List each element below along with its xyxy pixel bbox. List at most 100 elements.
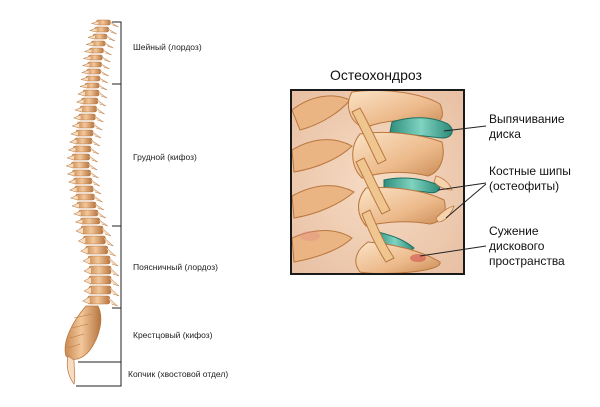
osteochondrosis-inset — [290, 89, 487, 275]
osteophyte-upper — [433, 175, 453, 191]
vertebra-process — [108, 266, 120, 277]
annotation-line: Сужение — [489, 224, 539, 238]
vertebra-process — [97, 76, 109, 84]
vertebra-process — [71, 122, 80, 129]
vertebra-process — [106, 27, 117, 35]
vertebra-process — [92, 194, 103, 203]
vertebra-process — [72, 210, 81, 217]
vertebra-process — [74, 106, 83, 113]
bracket-thoracic — [112, 84, 122, 227]
vertebra-process — [90, 20, 99, 26]
leader-narrowing — [419, 245, 487, 257]
vertebra — [79, 105, 97, 113]
vertebra-process — [89, 138, 101, 147]
vertebra-process — [75, 226, 84, 235]
label-sacral: Крестцовый (кифоз) — [133, 330, 213, 340]
vertebra-process — [82, 296, 90, 305]
vertebra — [88, 285, 112, 295]
vertebra-process — [107, 256, 119, 267]
vertebra-process — [69, 194, 78, 201]
spine-illustration — [64, 19, 120, 385]
vertebra — [72, 169, 91, 177]
vertebra-process — [103, 236, 114, 247]
vertebra — [87, 295, 110, 305]
vertebra-process — [99, 62, 110, 70]
vertebra — [88, 54, 103, 61]
vertebra — [76, 121, 95, 129]
bracket-cervical — [112, 21, 122, 85]
vertebra — [73, 177, 93, 185]
vertebra-process — [92, 122, 103, 131]
bracket-lumbar — [112, 226, 122, 309]
vertebra — [83, 235, 106, 245]
annotation-line: Костные шипы — [489, 164, 571, 178]
spine-region-brackets — [76, 21, 122, 387]
annotation-disc-bulge: Выпячивание диска — [489, 112, 565, 142]
vertebra-process — [88, 146, 100, 155]
vertebra — [85, 245, 109, 255]
annotation-line: (остеофиты) — [489, 179, 560, 193]
vertebra — [82, 89, 100, 97]
vertebra — [85, 75, 101, 82]
vertebra-process — [87, 34, 96, 40]
label-cervical: Шейный (лордоз) — [133, 42, 202, 52]
vertebra-process — [85, 41, 94, 47]
inset-title: Остеохондроз — [330, 67, 422, 83]
vertebra-process — [81, 62, 90, 68]
sacrum-ridge — [73, 313, 93, 319]
vertebra-process — [87, 162, 98, 171]
vertebra-process — [101, 48, 112, 56]
leader-osteophyte-1 — [437, 182, 487, 191]
vertebra-process — [87, 154, 98, 163]
vertebra — [76, 201, 97, 209]
vertebra-process — [97, 218, 108, 227]
vertebra — [73, 145, 92, 153]
annotation-line: пространства — [489, 254, 565, 268]
vertebra — [80, 217, 101, 225]
label-coccyx: Копчик (хвостовой отдел) — [128, 369, 229, 379]
vertebra-process — [100, 55, 111, 63]
vertebra — [92, 33, 108, 40]
vertebra-process — [83, 48, 92, 54]
sacrum-ridge — [71, 323, 89, 329]
vertebra-process — [105, 246, 116, 257]
vertebra — [87, 255, 111, 265]
vertebra-process — [80, 246, 88, 255]
vertebra-process — [98, 69, 109, 77]
vertebra-process — [74, 218, 83, 225]
vertebra-process — [91, 186, 102, 195]
vertebra-process — [80, 69, 89, 75]
vertebra-process — [96, 90, 108, 99]
vertebra-process — [95, 210, 107, 219]
vertebra-process — [103, 41, 114, 49]
annotation-line: диска — [489, 127, 521, 141]
vertebra — [74, 137, 93, 145]
leader-disc-bulge — [443, 125, 487, 132]
vertebra-process — [66, 154, 75, 161]
vertebra-process — [80, 76, 89, 82]
annotation-line: дискового — [489, 239, 545, 253]
vertebra-process — [89, 178, 101, 187]
vertebra-process — [104, 34, 116, 42]
sacrum — [64, 305, 102, 360]
vertebra — [88, 275, 112, 285]
bracket-coccyx — [76, 362, 122, 387]
vertebra — [81, 97, 99, 105]
vertebra-process — [83, 266, 92, 275]
vertebra — [88, 265, 112, 275]
vertebra-process — [71, 202, 80, 209]
annotation-disc-narrowing: Сужение дискового пространства — [489, 224, 565, 269]
annotation-leader-lines — [419, 125, 487, 257]
vertebra-process — [107, 296, 118, 307]
vertebra — [71, 161, 90, 169]
vertebra-process — [108, 276, 120, 287]
osteophyte-lower — [435, 205, 455, 223]
vertebra-process — [83, 276, 92, 285]
vertebra-process — [108, 20, 119, 28]
vertebra — [80, 225, 104, 235]
vertebra-process — [93, 114, 104, 123]
vertebra — [84, 82, 100, 89]
vertebra-process — [67, 146, 76, 153]
vertebra — [96, 19, 111, 26]
vertebra-process — [96, 83, 108, 91]
